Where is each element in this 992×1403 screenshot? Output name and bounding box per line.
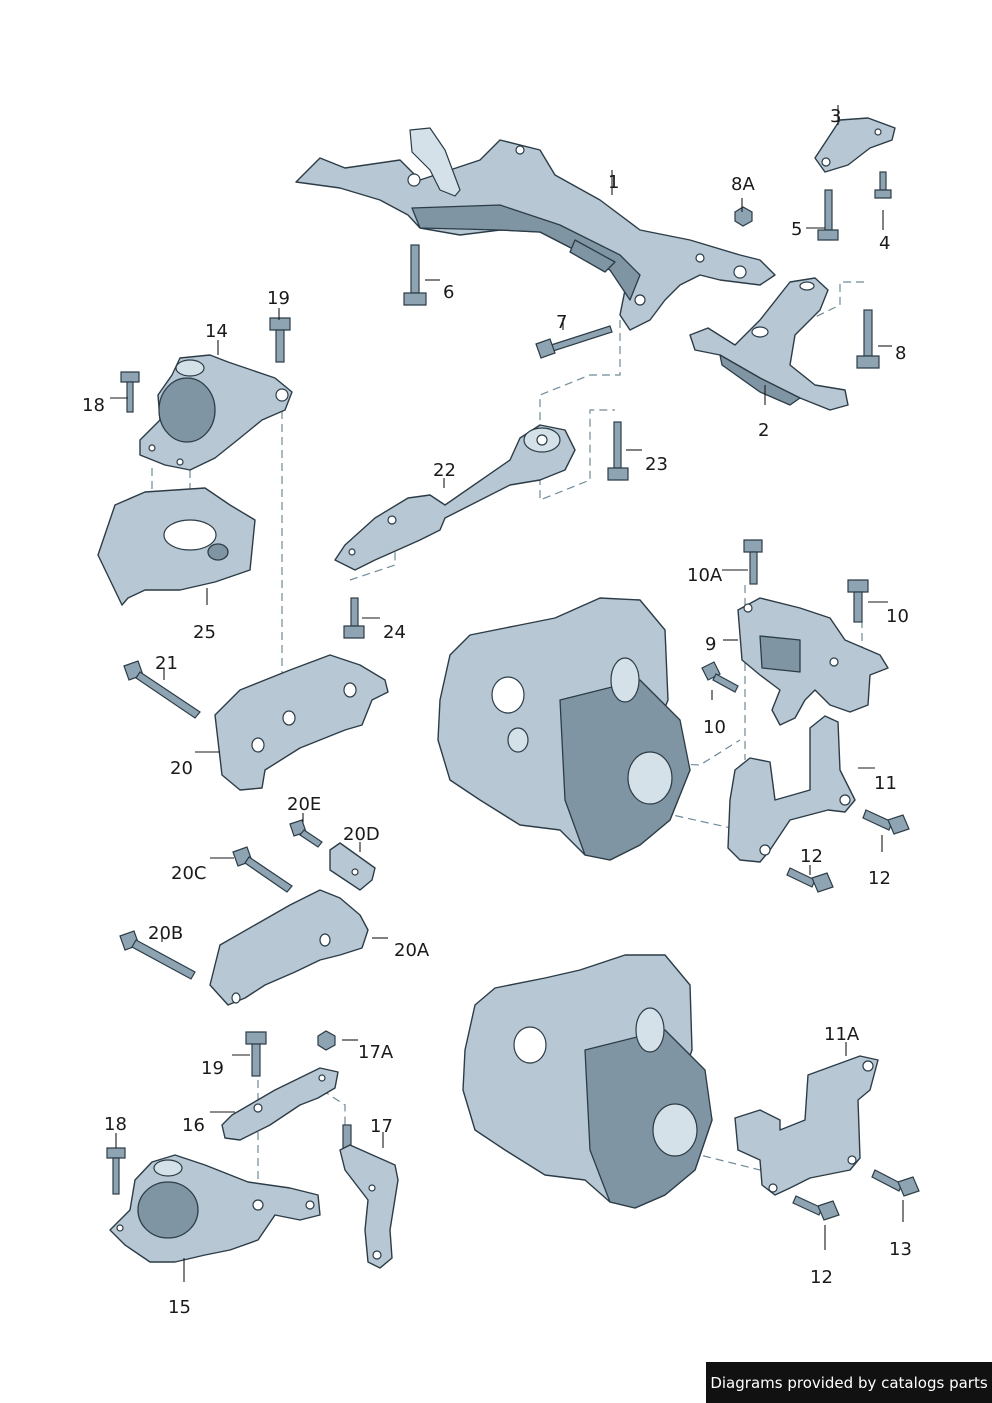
bracket-part-17 bbox=[339, 1144, 399, 1269]
callout-15: 15 bbox=[168, 1297, 191, 1318]
callout-2: 2 bbox=[758, 420, 769, 441]
callout-20d: 20D bbox=[343, 824, 380, 845]
callout-25: 25 bbox=[193, 622, 216, 643]
callout-18-lower: 18 bbox=[104, 1114, 127, 1135]
callout-8: 8 bbox=[895, 343, 906, 364]
callout-21: 21 bbox=[155, 653, 178, 674]
callout-22: 22 bbox=[433, 460, 456, 481]
callout-16: 16 bbox=[182, 1115, 205, 1136]
callout-10-left: 10 bbox=[703, 717, 726, 738]
gearbox-mount-part-9 bbox=[737, 597, 889, 726]
callout-24: 24 bbox=[383, 622, 406, 643]
mount-bracket-part-20a bbox=[209, 889, 369, 1006]
callout-6: 6 bbox=[443, 282, 454, 303]
callout-20: 20 bbox=[170, 758, 193, 779]
callout-8a: 8A bbox=[731, 174, 755, 195]
callout-11: 11 bbox=[874, 773, 897, 794]
callout-18-upper: 18 bbox=[82, 395, 105, 416]
callout-9: 9 bbox=[705, 634, 716, 655]
bolts-and-nuts bbox=[106, 171, 920, 1221]
engine-mount-part-15 bbox=[109, 1154, 321, 1263]
callout-20e: 20E bbox=[287, 794, 321, 815]
callout-5: 5 bbox=[791, 219, 802, 240]
heat-shield-part-25 bbox=[97, 487, 256, 606]
callout-11a: 11A bbox=[824, 1024, 860, 1045]
engine-mount-part-14 bbox=[139, 354, 293, 471]
callout-12-upper: 12 bbox=[800, 846, 823, 867]
callout-19-lower: 19 bbox=[201, 1058, 224, 1079]
callout-12-lower: 12 bbox=[810, 1267, 833, 1288]
credit-text: Diagrams provided by catalogs parts bbox=[710, 1373, 988, 1392]
callout-20b: 20B bbox=[148, 923, 183, 944]
mount-bracket-part-20 bbox=[214, 654, 389, 791]
gearbox-upper bbox=[437, 597, 691, 861]
bracket-part-3 bbox=[814, 117, 896, 173]
torque-rod-part-22 bbox=[334, 424, 576, 571]
callout-17a: 17A bbox=[358, 1042, 394, 1063]
credit-banner: Diagrams provided by catalogs parts bbox=[706, 1362, 992, 1403]
callout-10a: 10A bbox=[687, 565, 723, 586]
control-arm-part-2 bbox=[689, 277, 849, 411]
callout-4: 4 bbox=[879, 233, 890, 254]
callout-3: 3 bbox=[830, 106, 841, 127]
callout-20a: 20A bbox=[394, 940, 430, 961]
callout-labels: 1 2 3 4 5 6 7 8 8A 9 10A 10 10 11 11A 12… bbox=[82, 106, 912, 1318]
leader-lines bbox=[110, 105, 904, 1282]
callout-10-right: 10 bbox=[886, 606, 909, 627]
callout-14: 14 bbox=[205, 321, 228, 342]
bracket-part-11 bbox=[727, 715, 856, 863]
callout-17: 17 bbox=[370, 1116, 393, 1137]
callout-19-upper: 19 bbox=[267, 288, 290, 309]
callout-1: 1 bbox=[608, 172, 619, 193]
callout-12-right: 12 bbox=[868, 868, 891, 889]
callout-7: 7 bbox=[556, 312, 567, 333]
plate-part-20d bbox=[329, 842, 376, 891]
callout-13: 13 bbox=[889, 1239, 912, 1260]
gearbox-lower bbox=[462, 954, 713, 1209]
bracket-part-11a bbox=[734, 1055, 879, 1196]
callout-20c: 20C bbox=[171, 863, 206, 884]
callout-23: 23 bbox=[645, 454, 668, 475]
bracket-plate-part-16 bbox=[221, 1067, 339, 1141]
subframe-part-1 bbox=[295, 127, 776, 331]
